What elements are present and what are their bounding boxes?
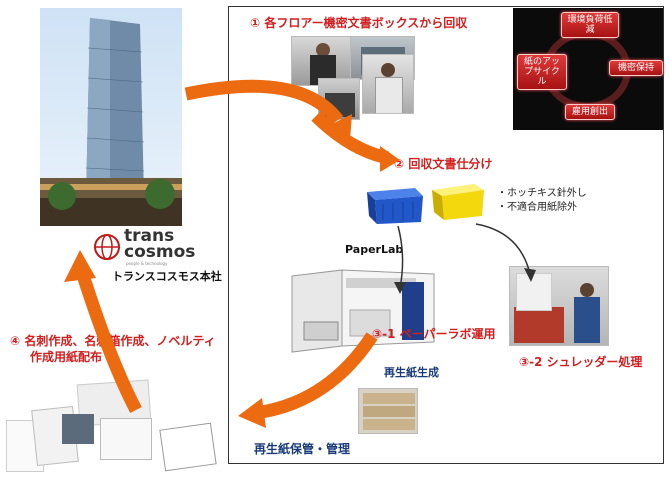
yellow-crate	[428, 178, 486, 222]
hq-building-photo	[40, 8, 182, 226]
logo-tagline: people & technology	[126, 261, 168, 266]
logo-line2: cosmos	[124, 242, 196, 262]
collection-photo-3	[362, 54, 414, 114]
step-4-label-line1: ④ 名刺作成、名刺箱作成、ノベルティ	[10, 334, 216, 348]
globe-icon	[94, 234, 120, 260]
process-frame	[228, 6, 664, 464]
cycle-bottom: 雇用創出	[565, 104, 615, 120]
blue-crate	[363, 182, 425, 226]
arrow-sorting-to-shredder	[475, 223, 531, 275]
hq-label: トランスコスモス本社	[112, 270, 222, 283]
arrow-collection-to-sorting-head	[380, 146, 400, 172]
paperlab-machine	[284, 266, 444, 358]
arrow-collection-to-sorting	[311, 111, 390, 165]
arrow-products-to-hq	[75, 270, 142, 413]
recycled-paper-label: 再生紙生成	[384, 366, 439, 379]
sorting-note-2: ・不適合用紙除外	[497, 202, 577, 213]
step-2-label: ② 回収文書仕分け	[394, 157, 493, 171]
step-1-label: ① 各フロアー機密文書ボックスから回収	[250, 16, 468, 30]
step-3-1-label: ③-1 ペーパーラボ運用	[372, 327, 496, 341]
value-cycle-panel: 環境負荷低減 紙のアップサイクル 機密保持 雇用創出	[513, 8, 663, 130]
step-3-2-label: ③-2 シュレッダー処理	[519, 355, 643, 369]
arrow-paperlab-to-storage	[260, 332, 378, 419]
arrow-hq-to-collection	[184, 79, 344, 125]
paperlab-label: PaperLab	[345, 243, 404, 256]
sorting-note-1: ・ホッチキス針外し	[497, 188, 587, 199]
logo-line1: trans	[124, 226, 175, 246]
storage-label: 再生紙保管・管理	[254, 442, 351, 456]
arrow-sorting-to-paperlab	[397, 225, 404, 289]
arrow-paperlab-to-storage-head	[238, 398, 266, 428]
storage-photo	[358, 388, 418, 434]
cycle-right: 機密保持	[609, 60, 663, 76]
arrow-products-to-hq-head	[64, 250, 96, 282]
step-4-label-line2: 作成用紙配布	[30, 350, 103, 364]
cycle-left: 紙のアップサイクル	[517, 54, 567, 90]
products-photo	[4, 379, 224, 476]
shredder-photo	[509, 266, 609, 346]
transcosmos-logo: trans cosmos people & technology	[92, 226, 202, 266]
cycle-top: 環境負荷低減	[561, 12, 619, 38]
